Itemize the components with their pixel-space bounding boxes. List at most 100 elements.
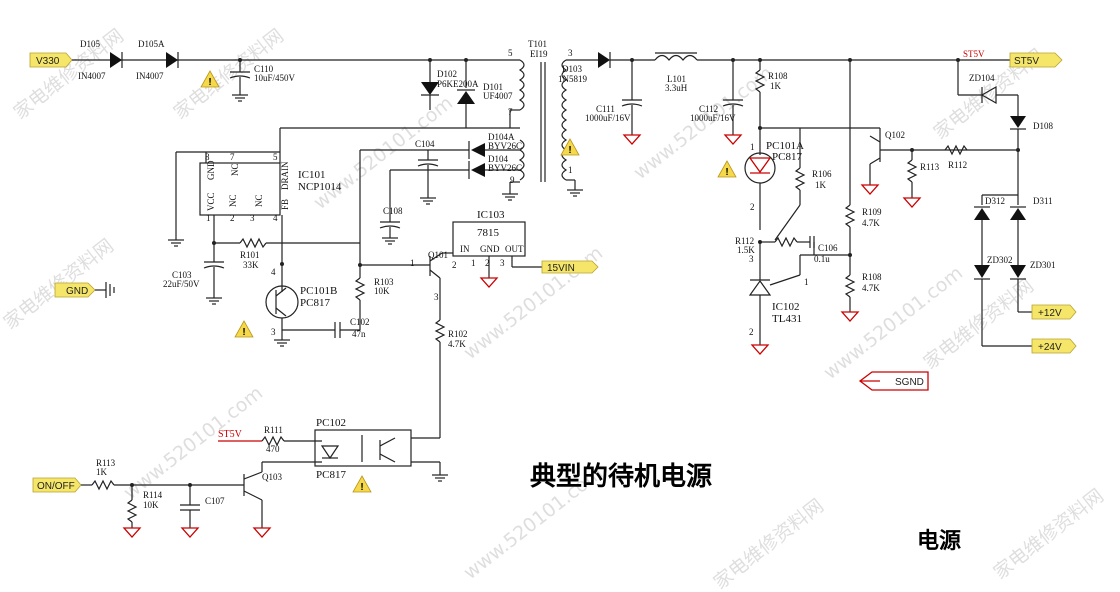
- r113b-val: 1K: [96, 467, 108, 477]
- r112a-ref: R112: [735, 236, 754, 246]
- pc101b-val: PC817: [300, 297, 330, 309]
- c104-ref: C104: [415, 139, 435, 149]
- diode-d105: [110, 52, 122, 68]
- net-label-24v: +24V: [1038, 342, 1062, 353]
- resistor-r102: [434, 319, 446, 343]
- led-pc102: [320, 445, 340, 460]
- gnd-net: GND: [54, 282, 115, 298]
- diode-d103: [598, 52, 610, 68]
- d105a-val: IN4007: [136, 71, 164, 81]
- net-label-st5v-top: ST5V: [963, 49, 985, 59]
- r112b-ref: R112: [948, 160, 967, 170]
- pc101b-optotransistor: PC101B PC817 4 3 C102 47n: [234, 262, 370, 347]
- d311-ref: D311: [1033, 196, 1053, 206]
- inductor-l101: [654, 54, 698, 61]
- watermark-layer: 家电维修资料网 家电维修资料网 家电维修资料网 www.520101.com w…: [0, 25, 1108, 592]
- watermark-text: 家电维修资料网: [710, 495, 828, 592]
- q102-and-outputs: Q102 R113 R112 ST5V ST5V ZD104 D108 D312: [861, 49, 1077, 354]
- net-tag-sgnd: [858, 371, 929, 391]
- warning-icon: [234, 320, 254, 339]
- zener-zd301: [1010, 265, 1026, 278]
- resistor-r111: [261, 435, 285, 447]
- resistor-r113-pulldown: [906, 159, 918, 183]
- svg-text:OUT: OUT: [505, 244, 524, 254]
- d312-ref: D312: [985, 196, 1005, 206]
- r102-ref: R102: [448, 329, 468, 339]
- zd302-ref: ZD302: [987, 255, 1013, 265]
- svg-text:5: 5: [273, 152, 278, 162]
- net-tag-v330: [29, 52, 73, 68]
- warning-icon: [717, 160, 737, 179]
- svg-text:GND: GND: [480, 244, 500, 254]
- watermark-text: www.520101.com: [820, 262, 968, 384]
- net-label-st5v: ST5V: [1014, 56, 1039, 67]
- r113b-ref: R113: [96, 458, 116, 468]
- svg-text:VCC: VCC: [206, 192, 216, 211]
- c107-ref: C107: [205, 496, 225, 506]
- shunt-regulator-ic102: [748, 279, 772, 296]
- ic101-body: [199, 162, 281, 216]
- d102-val: P6KE200A: [437, 79, 479, 89]
- pc101a-val: PC817: [772, 151, 802, 163]
- c106-ref: C106: [818, 243, 838, 253]
- diode-d105a: [166, 52, 178, 68]
- onoff-control: ST5V R111 470 PC102 PC817 ON/OFF R113 1K: [32, 417, 449, 538]
- warning-icon: [352, 475, 372, 494]
- c111-ref: C111: [596, 104, 615, 114]
- ic103-ref: IC103: [477, 209, 505, 221]
- c112-val: 1000uF/16V: [690, 113, 736, 123]
- svg-text:2: 2: [750, 202, 755, 212]
- r108b-val: 4.7K: [862, 283, 880, 293]
- svg-text:7: 7: [230, 152, 235, 162]
- zener-zd302: [974, 265, 990, 278]
- net-label-15vin: 15VIN: [547, 263, 575, 274]
- secondary-output: D103 1N5819 L101 3.3uH C111 1000uF/16V C…: [558, 52, 1010, 355]
- diode-d102: [421, 82, 439, 95]
- d103-ref: D103: [562, 64, 582, 74]
- pc102-ref: PC102: [316, 417, 346, 429]
- r108b-ref: R108: [862, 272, 882, 282]
- sgnd-net: SGND: [858, 371, 929, 391]
- l101-val: 3.3uH: [665, 83, 688, 93]
- watermark-text: 家电维修资料网: [10, 25, 128, 124]
- r103-ref: R103: [374, 277, 394, 287]
- r111-val: 470: [266, 444, 280, 454]
- resistor-r112-fb: [774, 236, 798, 248]
- svg-text:2: 2: [230, 213, 235, 223]
- c111-val: 1000uF/16V: [585, 113, 631, 123]
- c112-ref: C112: [699, 104, 718, 114]
- svg-text:DRAIN: DRAIN: [280, 161, 290, 190]
- input-rail: V330 D105 IN4007 D105A IN4007 C110 10uF/…: [29, 39, 520, 102]
- d102-ref: D102: [437, 69, 457, 79]
- snubber-clamp: D102 P6KE200A D101 UF4007: [421, 58, 513, 120]
- r108a-ref: R108: [768, 71, 788, 81]
- t101-val: EI19: [530, 49, 548, 59]
- d105a-ref: D105A: [138, 39, 165, 49]
- resistor-r103: [354, 277, 366, 301]
- diode-d101: [457, 91, 475, 104]
- watermark-text: www.520101.com: [310, 92, 458, 214]
- r114-val: 10K: [143, 500, 159, 510]
- r101-ref: R101: [240, 250, 260, 260]
- resistor-r114: [126, 499, 138, 523]
- pc102-val: PC817: [316, 469, 346, 481]
- svg-text:2: 2: [485, 258, 490, 268]
- r103-val: 10K: [374, 286, 390, 296]
- pc101b-ref: PC101B: [300, 285, 337, 297]
- zd104-ref: ZD104: [969, 73, 995, 83]
- svg-text:3: 3: [250, 213, 255, 223]
- c110-val: 10uF/450V: [254, 73, 296, 83]
- svg-text:4: 4: [273, 213, 278, 223]
- diode-d108: [1010, 116, 1026, 128]
- svg-text:2: 2: [749, 327, 754, 337]
- svg-text:2: 2: [452, 260, 457, 270]
- c103-ref: C103: [172, 270, 192, 280]
- ic101-ref: IC101: [298, 169, 326, 181]
- c103-val: 22uF/50V: [163, 279, 200, 289]
- svg-text:NC: NC: [228, 194, 238, 207]
- d103-val: 1N5819: [558, 74, 587, 84]
- diode-d104a: [471, 143, 485, 157]
- svg-text:NC: NC: [230, 163, 240, 176]
- svg-text:1: 1: [804, 277, 809, 287]
